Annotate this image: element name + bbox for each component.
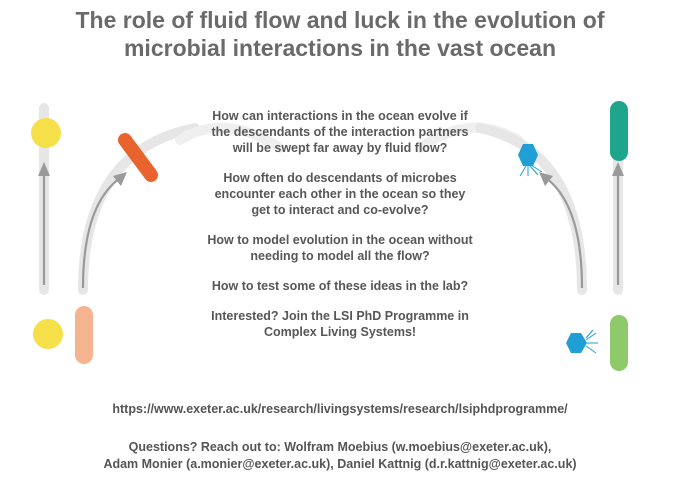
poster-title: The role of fluid flow and luck in the e… — [0, 6, 680, 62]
left-curved-arrowhead-icon — [113, 172, 127, 186]
programme-url[interactable]: https://www.exeter.ac.uk/research/living… — [112, 402, 568, 416]
phage-virus-bottom-icon — [566, 329, 598, 354]
question-4: How to test some of these ideas in the l… — [170, 278, 510, 294]
question-2: How often do descendants of microbes enc… — [170, 170, 510, 218]
right-straight-arrowhead-icon — [612, 162, 624, 176]
call-to-action-line-2: Complex Living Systems! — [263, 325, 417, 339]
questions-block: How can interactions in the ocean evolve… — [170, 108, 510, 354]
question-3-line-2: needing to model all the flow? — [250, 249, 430, 263]
question-1-line-3: will be swept far away by fluid flow? — [232, 141, 448, 155]
question-2-line-1: How often do descendants of microbes — [223, 171, 457, 185]
question-4-line-1: How to test some of these ideas in the l… — [211, 279, 469, 293]
left-straight-arrowhead-icon — [38, 162, 50, 176]
phage-virus-top-icon — [518, 144, 543, 177]
call-to-action-line-1: Interested? Join the LSI PhD Programme i… — [211, 309, 469, 323]
orange-rod-bacterium — [118, 133, 158, 182]
contact-block: Questions? Reach out to: Wolfram Moebius… — [0, 439, 680, 473]
yellow-cocci-top — [31, 118, 61, 148]
question-1-line-2: the descendants of the interaction partn… — [211, 125, 469, 139]
middle-faint-arc — [175, 122, 285, 153]
question-2-line-3: get to interact and co-evolve? — [251, 203, 429, 217]
contact-line-1: Questions? Reach out to: Wolfram Moebius… — [128, 440, 552, 454]
call-to-action: Interested? Join the LSI PhD Programme i… — [170, 308, 510, 340]
title-line-2: microbial interactions in the vast ocean — [123, 35, 556, 61]
yellow-cocci-bottom — [33, 319, 63, 349]
right-curved-arrowhead-icon — [539, 172, 553, 186]
question-1: How can interactions in the ocean evolve… — [170, 108, 510, 156]
question-1-line-1: How can interactions in the ocean evolve… — [212, 109, 468, 123]
left-curved-arrow — [81, 177, 121, 289]
flow-arrows — [38, 162, 624, 289]
question-3: How to model evolution in the ocean with… — [170, 232, 510, 264]
question-3-line-1: How to model evolution in the ocean with… — [207, 233, 473, 247]
title-line-1: The role of fluid flow and luck in the e… — [75, 7, 605, 33]
question-2-line-2: encounter each other in the ocean so the… — [214, 187, 466, 201]
right-curved-arrow — [545, 177, 584, 289]
contact-line-2: Adam Monier (a.monier@exeter.ac.uk), Dan… — [103, 457, 577, 471]
